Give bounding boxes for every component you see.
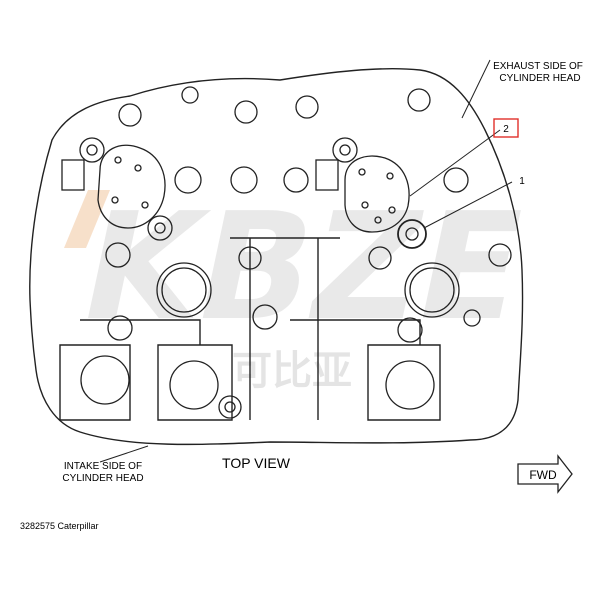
injector-assembly-right	[315, 137, 427, 249]
forward-arrow-icon	[517, 454, 573, 494]
valve-bores	[80, 262, 460, 410]
watermark-subtext: 可比亚	[232, 348, 352, 394]
callout-2-label: 2	[503, 124, 509, 135]
exhaust-side-label-line1: EXHAUST SIDE OF	[493, 61, 583, 72]
injector-assembly-left	[61, 137, 173, 241]
callout-1-label: 1	[519, 176, 525, 187]
forward-arrow: FWD	[517, 454, 573, 494]
watermark-text: KBZE	[67, 182, 539, 354]
forward-arrow-label: FWD	[529, 468, 557, 482]
exhaust-side-label-line2: CYLINDER HEAD	[499, 73, 580, 84]
watermark: KBZE 可比亚	[64, 182, 539, 394]
figure-caption: 3282575 Caterpillar	[20, 521, 99, 531]
intake-side-label-line2: CYLINDER HEAD	[62, 473, 143, 484]
leader-lines	[99, 59, 513, 463]
cylinder-head-outline	[29, 68, 524, 446]
head-bolt-holes	[105, 86, 512, 419]
intake-side-label-line1: INTAKE SIDE OF	[64, 461, 142, 472]
callout-2-highlight-box	[493, 118, 519, 138]
top-view-label: TOP VIEW	[222, 455, 291, 471]
